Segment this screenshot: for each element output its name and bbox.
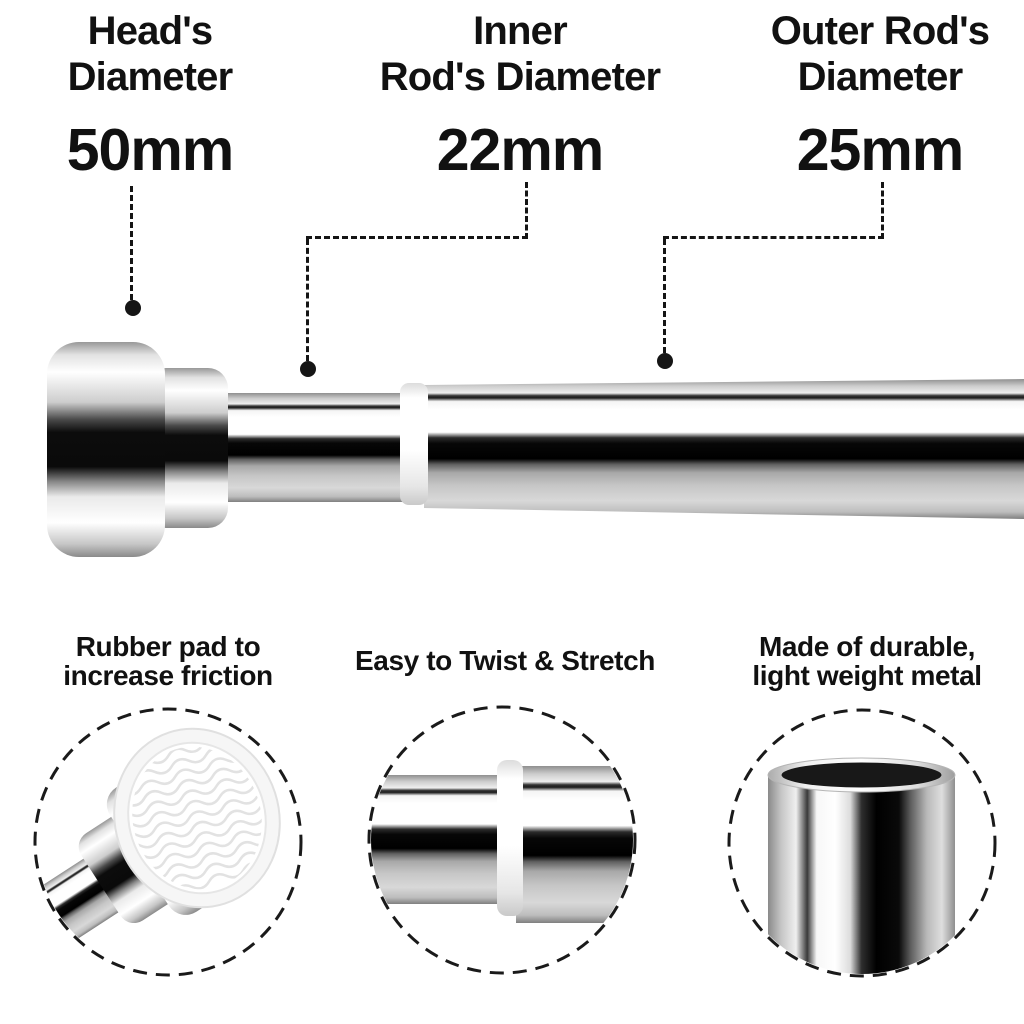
measurement-value-outer-rod: 25mm xyxy=(796,117,965,183)
joint-inner-rod xyxy=(371,775,507,904)
callout-line-outer-drop xyxy=(663,239,666,353)
callout-dot-head xyxy=(125,300,141,316)
rod-illustration xyxy=(47,342,1024,557)
measurement-label-outer-rod: Outer Rod's Diameter xyxy=(690,8,1024,100)
callout-line-inner-horizontal xyxy=(306,236,528,239)
measurement-value-inner-rod: 22mm xyxy=(436,117,605,183)
joint-collar xyxy=(497,760,523,916)
callout-line-inner-vertical xyxy=(525,182,528,239)
callout-dot-inner xyxy=(300,361,316,377)
measurement-label-outer-rod-line1: Outer Rod's xyxy=(770,9,990,53)
measurement-label-outer-rod-line2: Diameter xyxy=(797,55,964,99)
rod-outer-section xyxy=(424,379,1024,519)
callout-line-head xyxy=(130,186,133,300)
feature-label-metal-line1: Made of durable, xyxy=(758,631,976,662)
measurement-label-head-line2: Diameter xyxy=(67,55,234,99)
feature-label-metal-line2: light weight metal xyxy=(752,660,982,691)
rod-junction-collar xyxy=(400,383,428,505)
feature-photo-metal-tube xyxy=(727,708,997,978)
feature-label-rubber-pad-line1: Rubber pad to xyxy=(75,631,261,662)
feature-label-rubber-pad-line2: increase friction xyxy=(63,660,273,691)
joint-outer-rod xyxy=(516,766,633,923)
feature-label-twist-stretch: Easy to Twist & Stretch xyxy=(340,646,670,675)
feature-label-rubber-pad: Rubber pad to increase friction xyxy=(28,632,308,690)
callout-dot-outer xyxy=(657,353,673,369)
callout-line-outer-vertical xyxy=(881,182,884,239)
callout-line-outer-horizontal xyxy=(663,236,884,239)
measurement-value-head: 50mm xyxy=(66,117,235,183)
measurement-label-inner-rod: Inner Rod's Diameter xyxy=(330,8,710,100)
feature-label-twist-stretch-line1: Easy to Twist & Stretch xyxy=(355,645,655,676)
rod-head-cap xyxy=(47,342,165,557)
rod-head-inner-disc xyxy=(146,368,228,528)
feature-photo-twist-joint xyxy=(367,705,637,975)
measurement-label-inner-rod-line1: Inner xyxy=(473,9,568,53)
rubber-pad-face xyxy=(113,727,281,909)
measurement-label-head-line1: Head's xyxy=(87,9,214,53)
feature-label-metal: Made of durable, light weight metal xyxy=(700,632,1024,690)
measurement-label-inner-rod-line2: Rod's Diameter xyxy=(379,55,661,99)
tube-hollow-interior xyxy=(781,762,942,788)
measurement-label-head: Head's Diameter xyxy=(20,8,280,100)
rod-inner-section xyxy=(212,393,424,502)
feature-photo-rubber-pad xyxy=(33,707,303,977)
tube-body xyxy=(768,775,955,974)
callout-line-inner-drop xyxy=(306,239,309,361)
